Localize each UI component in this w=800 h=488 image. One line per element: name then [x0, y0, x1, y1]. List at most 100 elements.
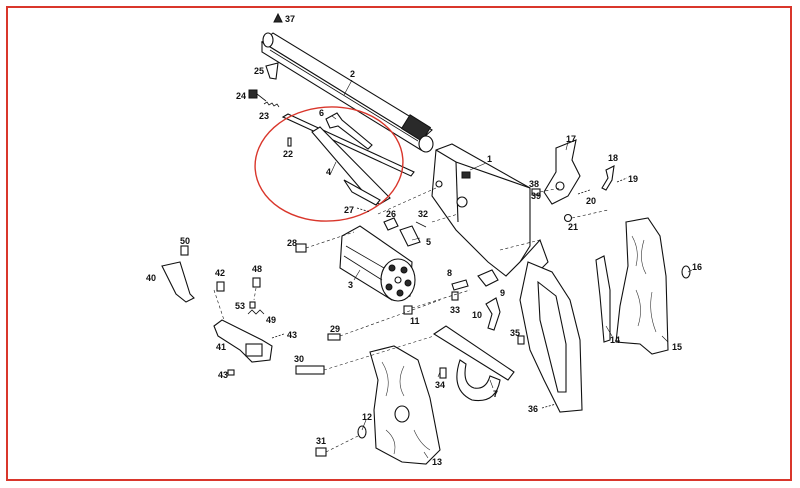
label-20: 20	[586, 196, 596, 206]
label-18: 18	[608, 153, 618, 163]
label-13: 13	[432, 457, 442, 467]
part-34-screw	[439, 367, 447, 379]
part-30-screw	[295, 335, 435, 375]
part-25-wedge	[265, 62, 279, 80]
label-40: 40	[146, 273, 156, 283]
part-27-pin	[356, 207, 371, 213]
part-11-screw	[403, 289, 471, 315]
label-3: 3	[348, 280, 353, 290]
label-38: 38	[529, 179, 539, 189]
part-13-left-grip	[369, 345, 441, 465]
label-19: 19	[628, 174, 638, 184]
label-16: 16	[692, 262, 702, 272]
part-41-lever	[213, 319, 273, 363]
label-1: 1	[487, 154, 492, 164]
label-29: 29	[330, 324, 340, 334]
label-22: 22	[283, 149, 293, 159]
part-17-hammer	[543, 139, 581, 205]
part-43-pin-b	[227, 369, 235, 376]
part-37-front-sight	[273, 12, 283, 23]
label-34: 34	[435, 380, 445, 390]
part-35-screw	[517, 335, 525, 345]
label-4: 4	[326, 167, 331, 177]
label-5: 5	[426, 237, 431, 247]
part-3-cylinder	[339, 225, 416, 302]
part-18-sear	[601, 165, 615, 191]
part-12-washer	[357, 425, 367, 439]
label-37: 37	[285, 14, 295, 24]
label-33: 33	[450, 305, 460, 315]
label-7: 7	[493, 389, 498, 399]
part-31-screw	[315, 435, 359, 457]
part-14-grip-strap	[595, 255, 611, 343]
leader-lines	[329, 79, 693, 459]
part-8-bolt-spring	[451, 279, 469, 291]
part-20-pin	[577, 189, 591, 195]
label-8: 8	[447, 268, 452, 278]
part-48-screw	[252, 277, 261, 288]
assembly-lines	[213, 187, 609, 321]
label-31: 31	[316, 436, 326, 446]
label-48: 48	[252, 264, 262, 274]
label-42: 42	[215, 268, 225, 278]
label-10: 10	[472, 310, 482, 320]
label-49: 49	[266, 315, 276, 325]
label-50: 50	[180, 236, 190, 246]
part-9-spring	[477, 269, 499, 287]
label-35: 35	[510, 328, 520, 338]
part-36-screw	[541, 403, 557, 409]
part-29-screw	[327, 299, 441, 341]
highlight-circle	[254, 106, 404, 222]
label-28: 28	[287, 238, 297, 248]
part-26-spring	[383, 217, 399, 231]
label-43-lower: 43	[218, 370, 228, 380]
label-12: 12	[362, 412, 372, 422]
part-33-screw	[451, 291, 459, 301]
part-40-block	[161, 261, 195, 303]
part-24-screw	[248, 89, 267, 102]
part-53-pin	[249, 301, 256, 309]
part-5-bolt	[399, 225, 421, 247]
label-41: 41	[216, 342, 226, 352]
part-1-frame	[431, 143, 549, 281]
part-4-loading-lever	[281, 113, 415, 206]
grip-frame	[519, 261, 583, 413]
part-16-washer	[681, 265, 691, 279]
part-32-pin	[415, 221, 427, 228]
label-53: 53	[235, 301, 245, 311]
label-17: 17	[566, 134, 576, 144]
label-25: 25	[254, 66, 264, 76]
part-49-spring	[247, 309, 265, 315]
label-6: 6	[319, 108, 324, 118]
part-43-pin-a	[271, 333, 285, 339]
label-21: 21	[568, 222, 578, 232]
part-7-trigger-guard	[432, 325, 515, 402]
page-border	[6, 6, 792, 481]
part-labels: 37 2 25 24 23 6 22 4 27 1 17 18 19 20 38…	[146, 14, 702, 467]
label-39: 39	[531, 191, 541, 201]
part-21-nut	[563, 213, 573, 223]
label-24: 24	[236, 91, 246, 101]
part-50-screw	[180, 245, 189, 256]
part-28-screw	[295, 231, 355, 253]
label-27: 27	[344, 205, 354, 215]
label-9: 9	[500, 288, 505, 298]
label-2: 2	[350, 69, 355, 79]
label-32: 32	[418, 209, 428, 219]
part-15-right-grip	[615, 217, 669, 355]
label-26: 26	[386, 209, 396, 219]
label-36: 36	[528, 404, 538, 414]
label-15: 15	[672, 342, 682, 352]
part-22-pin	[287, 137, 292, 147]
label-11: 11	[410, 316, 420, 326]
label-23: 23	[259, 111, 269, 121]
part-2-barrel	[261, 32, 434, 153]
part-19-pin	[616, 177, 628, 183]
label-43-upper: 43	[287, 330, 297, 340]
part-23-spring	[263, 101, 280, 108]
part-6-latch	[325, 112, 373, 150]
part-10-trigger	[485, 297, 501, 331]
part-42-screw	[216, 281, 225, 292]
label-30: 30	[294, 354, 304, 364]
